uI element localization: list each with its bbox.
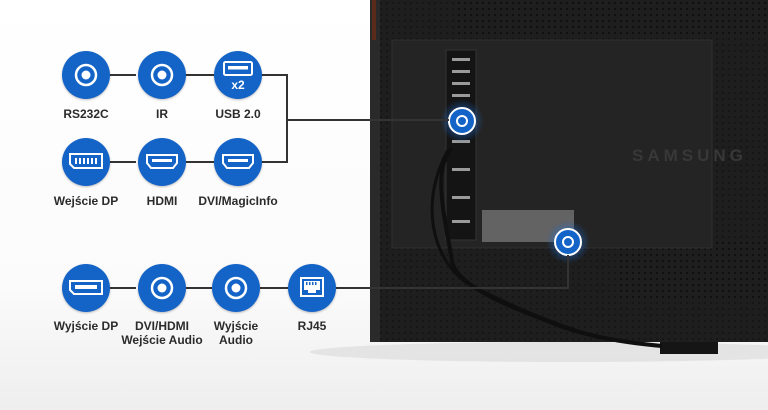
hdmi-label: HDMI (146, 194, 178, 208)
usb-port-icon (223, 61, 253, 76)
dvi-hdmi-audio-in-label: DVI/HDMI Wejście Audio (107, 319, 217, 347)
displayport-icon (69, 153, 103, 169)
usb-port[interactable]: x2 (214, 51, 262, 99)
dvi-hdmi-audio-in-port[interactable] (138, 264, 186, 312)
dp-out-port[interactable] (62, 264, 110, 312)
monitor-bezel (370, 0, 382, 342)
highlight-bottom-port (554, 228, 582, 256)
audio-out-label-line1: Wyjście (213, 319, 259, 333)
brand-logo: SAMSUNG (632, 146, 747, 165)
circle-jack-icon (224, 276, 248, 300)
connector-lines-bottom (110, 255, 569, 289)
usb-label: USB 2.0 (215, 107, 261, 121)
ir-label: IR (156, 107, 168, 121)
rj45-port[interactable] (288, 264, 336, 312)
dp-in-port[interactable] (62, 138, 110, 186)
highlight-top-port (448, 107, 476, 135)
rs232c-label: RS232C (63, 107, 109, 121)
circle-jack-icon (150, 63, 174, 87)
circle-jack-icon (150, 276, 174, 300)
dvi-magicinfo-port[interactable] (214, 138, 262, 186)
dp-out-label: Wyjście DP (53, 319, 119, 333)
rs232c-port[interactable] (62, 51, 110, 99)
hdmi-port[interactable] (138, 138, 186, 186)
hdmi-port-icon (146, 154, 178, 169)
dvi-hdmi-audio-in-label-line1: DVI/HDMI (135, 319, 189, 333)
rj45-label: RJ45 (297, 319, 327, 333)
audio-out-label-line2: Audio (219, 333, 253, 347)
connector-lines-top (110, 74, 449, 163)
audio-out-port[interactable] (212, 264, 260, 312)
ethernet-port-icon (300, 277, 324, 297)
dvi-magicinfo-label: DVI/MagicInfo (198, 194, 278, 208)
dvi-hdmi-audio-in-label-line2: Wejście Audio (121, 333, 203, 347)
audio-out-label: Wyjście Audio (181, 319, 291, 347)
dp-in-label: Wejście DP (53, 194, 119, 208)
hdmi-port-icon (222, 154, 254, 169)
usb-count-badge: x2 (231, 78, 245, 92)
circle-jack-icon (74, 63, 98, 87)
ir-port[interactable] (138, 51, 186, 99)
displayport-icon (69, 280, 103, 295)
